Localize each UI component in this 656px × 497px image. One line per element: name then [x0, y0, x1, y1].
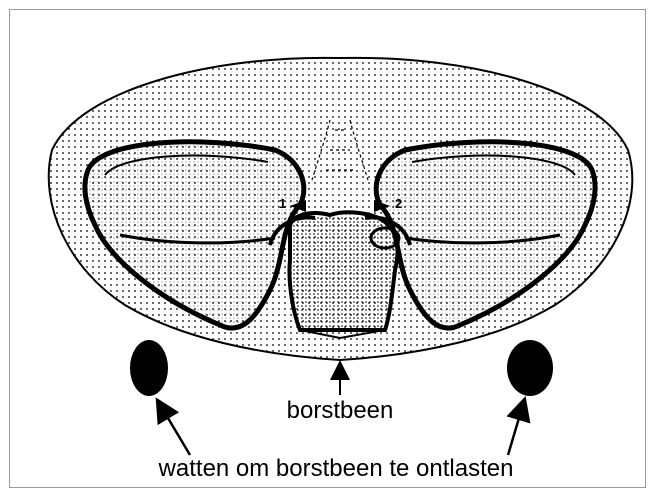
heart: [289, 212, 397, 330]
sternum-label: borstbeen: [287, 397, 394, 424]
right-pad: [507, 340, 553, 396]
pads-caption: watten om borstbeen te ontlasten: [158, 455, 514, 482]
left-pad: [130, 340, 168, 396]
marker-1-label: 1: [279, 196, 286, 211]
marker-2-label: 2: [395, 196, 402, 211]
left-pad-arrow: [162, 408, 190, 455]
right-pad-arrow: [508, 408, 522, 455]
